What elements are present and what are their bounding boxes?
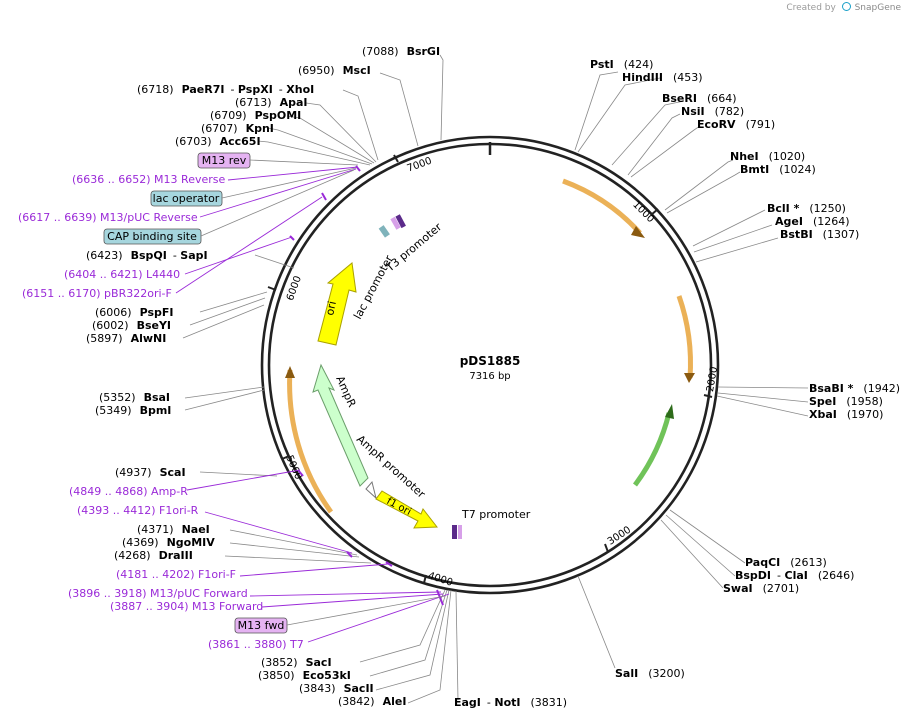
svg-text:(6002)BseYI: (6002)BseYI [92, 319, 171, 332]
svg-text:(5897)AlwNI: (5897)AlwNI [86, 332, 166, 345]
site-lines [182, 54, 809, 704]
svg-text:XbaI(1970): XbaI(1970) [809, 408, 883, 421]
svg-text:(6423)BspQI- SapI: (6423)BspQI- SapI [86, 249, 208, 262]
boxed-labels: M13 rev lac operator CAP binding site M1… [103, 152, 446, 634]
t3-block [395, 214, 406, 229]
svg-text:(3842)AleI: (3842)AleI [338, 695, 406, 708]
svg-text:BmtI(1024): BmtI(1024) [740, 163, 816, 176]
plasmid-length: 7316 bp [469, 371, 510, 382]
snapgene-logo-icon [841, 2, 851, 11]
credit-brand: SnapGene [854, 3, 901, 13]
cds-arrowhead [631, 226, 645, 238]
lac-operator-box [150, 190, 223, 207]
svg-text:(7088)BsrGI: (7088) BsrGI [362, 45, 440, 58]
feature-lines [175, 166, 450, 643]
lac-operator-text: lac operator [153, 192, 220, 205]
svg-text:SalI(3200): SalI(3200) [615, 667, 685, 680]
svg-text:(6006)PspFI: (6006)PspFI [95, 306, 173, 319]
feature-ticks [289, 165, 444, 606]
backbone-outer [260, 135, 720, 595]
site-name: BsrGI [407, 45, 440, 58]
svg-text:(6703)Acc65I: (6703)Acc65I [175, 135, 261, 148]
svg-text:(6636 .. 6652) M13 Reverse: (6636 .. 6652) M13 Reverse [72, 173, 225, 186]
t7-block [452, 525, 457, 539]
svg-text:(4369)NgoMIV: (4369)NgoMIV [122, 536, 215, 549]
ampr-promoter-label: AmpR promoter [354, 433, 428, 501]
svg-text:(4181 .. 4202) F1ori-F: (4181 .. 4202) F1ori-F [116, 568, 236, 581]
svg-text:(6707)KpnI: (6707)KpnI [201, 122, 274, 135]
t3-promoter-label: T3 promoter [383, 220, 445, 275]
snapgene-credit: Created by SnapGene [786, 2, 901, 13]
svg-text:EcoRV(791): EcoRV(791) [697, 118, 775, 131]
svg-text:(4849 .. 4868) Amp-R: (4849 .. 4868) Amp-R [69, 485, 188, 498]
svg-text:SpeI(1958): SpeI(1958) [809, 395, 883, 408]
svg-text:SwaI(2701): SwaI(2701) [723, 582, 799, 595]
credit-prefix: Created by [786, 3, 836, 13]
m13-fwd-block [458, 525, 462, 539]
f1-ori-label: f1 ori [385, 496, 413, 518]
svg-text:BsaBI *(1942): BsaBI *(1942) [809, 382, 900, 395]
svg-text:(4937)ScaI: (4937)ScaI [115, 466, 186, 479]
t7-promoter-label: T7 promoter [461, 508, 531, 521]
cds-arrowhead [285, 366, 295, 378]
svg-text:PaqCI(2613): PaqCI(2613) [745, 556, 827, 569]
svg-text:AgeI(1264): AgeI(1264) [775, 215, 850, 228]
m13-fwd-box [234, 617, 288, 634]
svg-text:BclI *(1250): BclI *(1250) [767, 202, 846, 215]
m13-rev-text: M13 rev [202, 154, 247, 167]
ampr-label: AmpR [333, 374, 358, 410]
svg-text:(6718)PaeR7I- PspXI- XhoI: (6718)PaeR7I- PspXI- XhoI [137, 83, 314, 96]
cds-arrow-top-right [562, 178, 642, 235]
svg-text:NheI(1020): NheI(1020) [730, 150, 805, 163]
ampr-feature [312, 363, 369, 487]
svg-text:(3852)SacI: (3852)SacI [261, 656, 332, 669]
svg-text:(6950)MscI: (6950)MscI [298, 64, 371, 77]
svg-text:(6617 .. 6639) M13/pUC Revers: (6617 .. 6639) M13/pUC Reverse [18, 211, 198, 224]
feature-labels: (6636 .. 6652) M13 Reverse (6617 .. 6639… [18, 173, 304, 651]
svg-text:(4371)NaeI: (4371)NaeI [137, 523, 210, 536]
svg-text:HindIII(453): HindIII(453) [622, 71, 703, 84]
svg-text:NsiI(782): NsiI(782) [681, 105, 744, 118]
svg-text:(3861 .. 3880) T7: (3861 .. 3880) T7 [208, 638, 304, 651]
svg-text:(3887 .. 3904) M13 Forward: (3887 .. 3904) M13 Forward [110, 600, 263, 613]
cds-arrow-right [676, 295, 693, 379]
svg-text:BseRI(664): BseRI(664) [662, 92, 737, 105]
site-labels-left: (7088) BsrGI (6950)MscI (6718)PaeR7I- Psp… [86, 45, 440, 708]
m13-fwd-text: M13 fwd [238, 619, 285, 632]
svg-text:BspDI- ClaI(2646): BspDI- ClaI(2646) [735, 569, 854, 582]
svg-text:(6709)PspOMI: (6709)PspOMI [210, 109, 301, 122]
svg-text:(4268)DraIII: (4268)DraIII [114, 549, 193, 562]
svg-text:(6151 .. 6170) pBR322ori-F: (6151 .. 6170) pBR322ori-F [22, 287, 172, 300]
cds-arrowhead [684, 373, 695, 383]
svg-text:(3896 .. 3918) M13/pUC Forwar: (3896 .. 3918) M13/pUC Forward [68, 587, 248, 600]
svg-text:(4393 .. 4412) F1ori-R: (4393 .. 4412) F1ori-R [77, 504, 199, 517]
svg-text:(6713)ApaI: (6713)ApaI [235, 96, 307, 109]
cap-binding-box [103, 228, 202, 245]
site-pos: (7088) [362, 45, 399, 58]
cds-arrowhead [665, 404, 674, 419]
ori-feature [317, 262, 357, 346]
cds-arrow-green [632, 412, 672, 487]
m13-rev-box [197, 152, 251, 169]
site-labels-right: PstI(424) HindIII(453) BseRI(664) NsiI(7… [454, 58, 900, 709]
svg-text:(3843)SacII: (3843)SacII [299, 682, 374, 695]
ori-label: ori [323, 300, 339, 317]
plasmid-name: pDS1885 [460, 354, 521, 368]
svg-text:(3850)Eco53kI: (3850)Eco53kI [258, 669, 351, 682]
ampr-promoter-feature [365, 480, 377, 500]
f1-ori-feature [375, 490, 438, 529]
svg-text:(5349)BpmI: (5349)BpmI [95, 404, 171, 417]
lac-operator-block [378, 225, 390, 238]
m13-rev-block [390, 216, 401, 230]
svg-text:EagI- NotI(3831): EagI- NotI(3831) [454, 696, 567, 709]
svg-text:(5352)BsaI: (5352)BsaI [99, 391, 170, 404]
cap-binding-text: CAP binding site [107, 230, 197, 243]
svg-text:PstI(424): PstI(424) [590, 58, 653, 71]
svg-text:BstBI(1307): BstBI(1307) [780, 228, 859, 241]
svg-text:(6404 .. 6421) L4440: (6404 .. 6421) L4440 [64, 268, 180, 281]
tick-2000: 2000 [705, 366, 720, 393]
cds-arrow-left [287, 369, 334, 514]
